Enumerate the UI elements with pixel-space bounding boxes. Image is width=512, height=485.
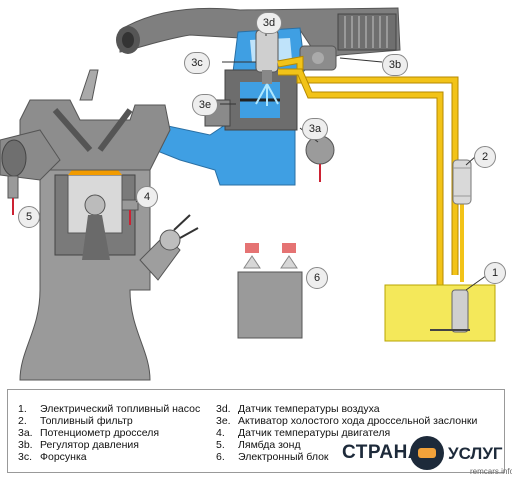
legend-box: 1.Электрический топливный насос 2.Топлив… — [7, 389, 505, 473]
callout-4: 4 — [136, 186, 158, 208]
throttle-body — [204, 69, 298, 131]
fuel-tank — [384, 284, 496, 342]
legend-item-3b: 3b.Регулятор давления — [18, 439, 139, 451]
legend-item-3d: 3d.Датчик температуры воздуха — [216, 403, 380, 415]
pressure-regulator — [299, 45, 337, 71]
watermark-text-left: СТРАНА — [342, 442, 423, 463]
legend-item-6: 6.Электронный блок — [216, 451, 329, 463]
exhaust-manifold — [0, 129, 61, 181]
watermark-text-right: УСЛУГ — [448, 444, 503, 463]
watermark-site: remcars.info — [470, 467, 512, 476]
legend-item-3c: 3c.Форсунка — [18, 451, 87, 463]
callout-3c: 3c — [184, 52, 210, 74]
legend-item-4: 4.Датчик температуры двигателя — [216, 427, 391, 439]
fuel-filter — [452, 159, 472, 205]
callout-3b: 3b — [382, 54, 408, 76]
legend-item-3a: 3a.Потенциометр дросселя — [18, 427, 160, 439]
watermark-logo: СТРАНА УСЛУГ — [330, 436, 508, 474]
callout-3e: 3e — [192, 94, 218, 116]
callout-3d: 3d — [256, 12, 282, 34]
ecu — [237, 243, 303, 339]
engine-block — [19, 165, 151, 381]
callout-6: 6 — [306, 267, 328, 289]
handshake-icon-hands — [418, 448, 436, 458]
injector — [255, 29, 279, 106]
callout-5: 5 — [18, 206, 40, 228]
legend-item-2: 2.Топливный фильтр — [18, 415, 133, 427]
legend-item-5: 5.Лямбда зонд — [216, 439, 301, 451]
callout-3a: 3a — [302, 118, 328, 140]
legend-item-1: 1.Электрический топливный насос — [18, 403, 201, 415]
engine-temp-sensor — [121, 199, 139, 225]
distributor — [139, 214, 199, 281]
cylinder-head — [19, 69, 171, 171]
callout-1: 1 — [484, 262, 506, 284]
fuel-lines — [277, 55, 464, 290]
throttle-potentiometer — [305, 135, 335, 182]
callout-2: 2 — [474, 146, 496, 168]
legend-item-3e: 3e.Активатор холостого хода дроссельной … — [216, 415, 478, 427]
lambda-sensor — [7, 175, 19, 215]
